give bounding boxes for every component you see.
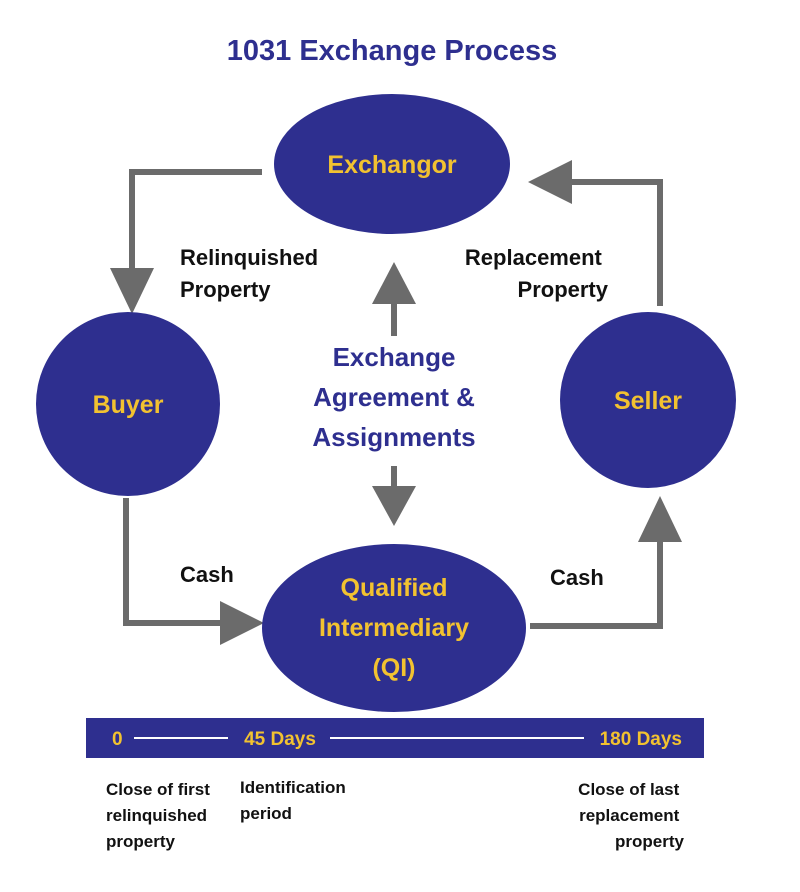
label-cash-left: Cash	[180, 562, 234, 587]
arrowhead-center-up	[372, 262, 416, 304]
timeline-mid: 45 Days	[244, 729, 316, 750]
desc-identification-period: Identification period	[240, 778, 351, 823]
svg-text:Buyer: Buyer	[93, 391, 164, 419]
svg-text:Qualified: Qualified	[341, 574, 448, 602]
svg-text:Seller: Seller	[614, 387, 682, 415]
arrow-exchangor-to-buyer	[129, 169, 262, 270]
svg-text:Exchange: Exchange	[333, 342, 456, 372]
label-replacement-property: Replacement Property	[465, 245, 609, 302]
arrowhead-buyer	[110, 268, 154, 314]
svg-text:Assignments: Assignments	[312, 422, 475, 452]
arrowhead-center-down	[372, 486, 416, 526]
label-relinquished-property: Relinquished Property	[180, 245, 324, 302]
label-cash-right: Cash	[550, 565, 604, 590]
arrow-qi-to-seller	[530, 540, 663, 629]
node-seller: Seller	[560, 312, 736, 488]
diagram-title: 1031 Exchange Process	[227, 35, 557, 67]
node-buyer: Buyer	[36, 312, 220, 496]
arrowhead-exchangor	[528, 160, 572, 204]
arrow-seller-to-exchangor	[568, 179, 663, 306]
exchange-agreement-text: Exchange Agreement & Assignments	[312, 342, 475, 452]
timeline-start: 0	[112, 729, 123, 750]
timeline-end: 180 Days	[600, 729, 682, 750]
svg-text:Agreement &: Agreement &	[313, 382, 475, 412]
desc-close-first: Close of first relinquished property	[106, 780, 215, 851]
node-qi: Qualified Intermediary (QI)	[262, 544, 526, 712]
arrow-buyer-to-qi	[123, 498, 222, 626]
svg-text:Intermediary: Intermediary	[319, 614, 469, 642]
timeline-bar: 0 45 Days 180 Days	[86, 718, 704, 758]
desc-close-last: Close of last replacement property	[578, 780, 684, 851]
node-exchangor: Exchangor	[274, 94, 510, 234]
arrowhead-seller	[638, 496, 682, 542]
connectors	[110, 160, 682, 645]
arrowhead-qi-left	[220, 601, 264, 645]
svg-text:Exchangor: Exchangor	[327, 151, 456, 179]
svg-text:(QI): (QI)	[372, 654, 415, 682]
